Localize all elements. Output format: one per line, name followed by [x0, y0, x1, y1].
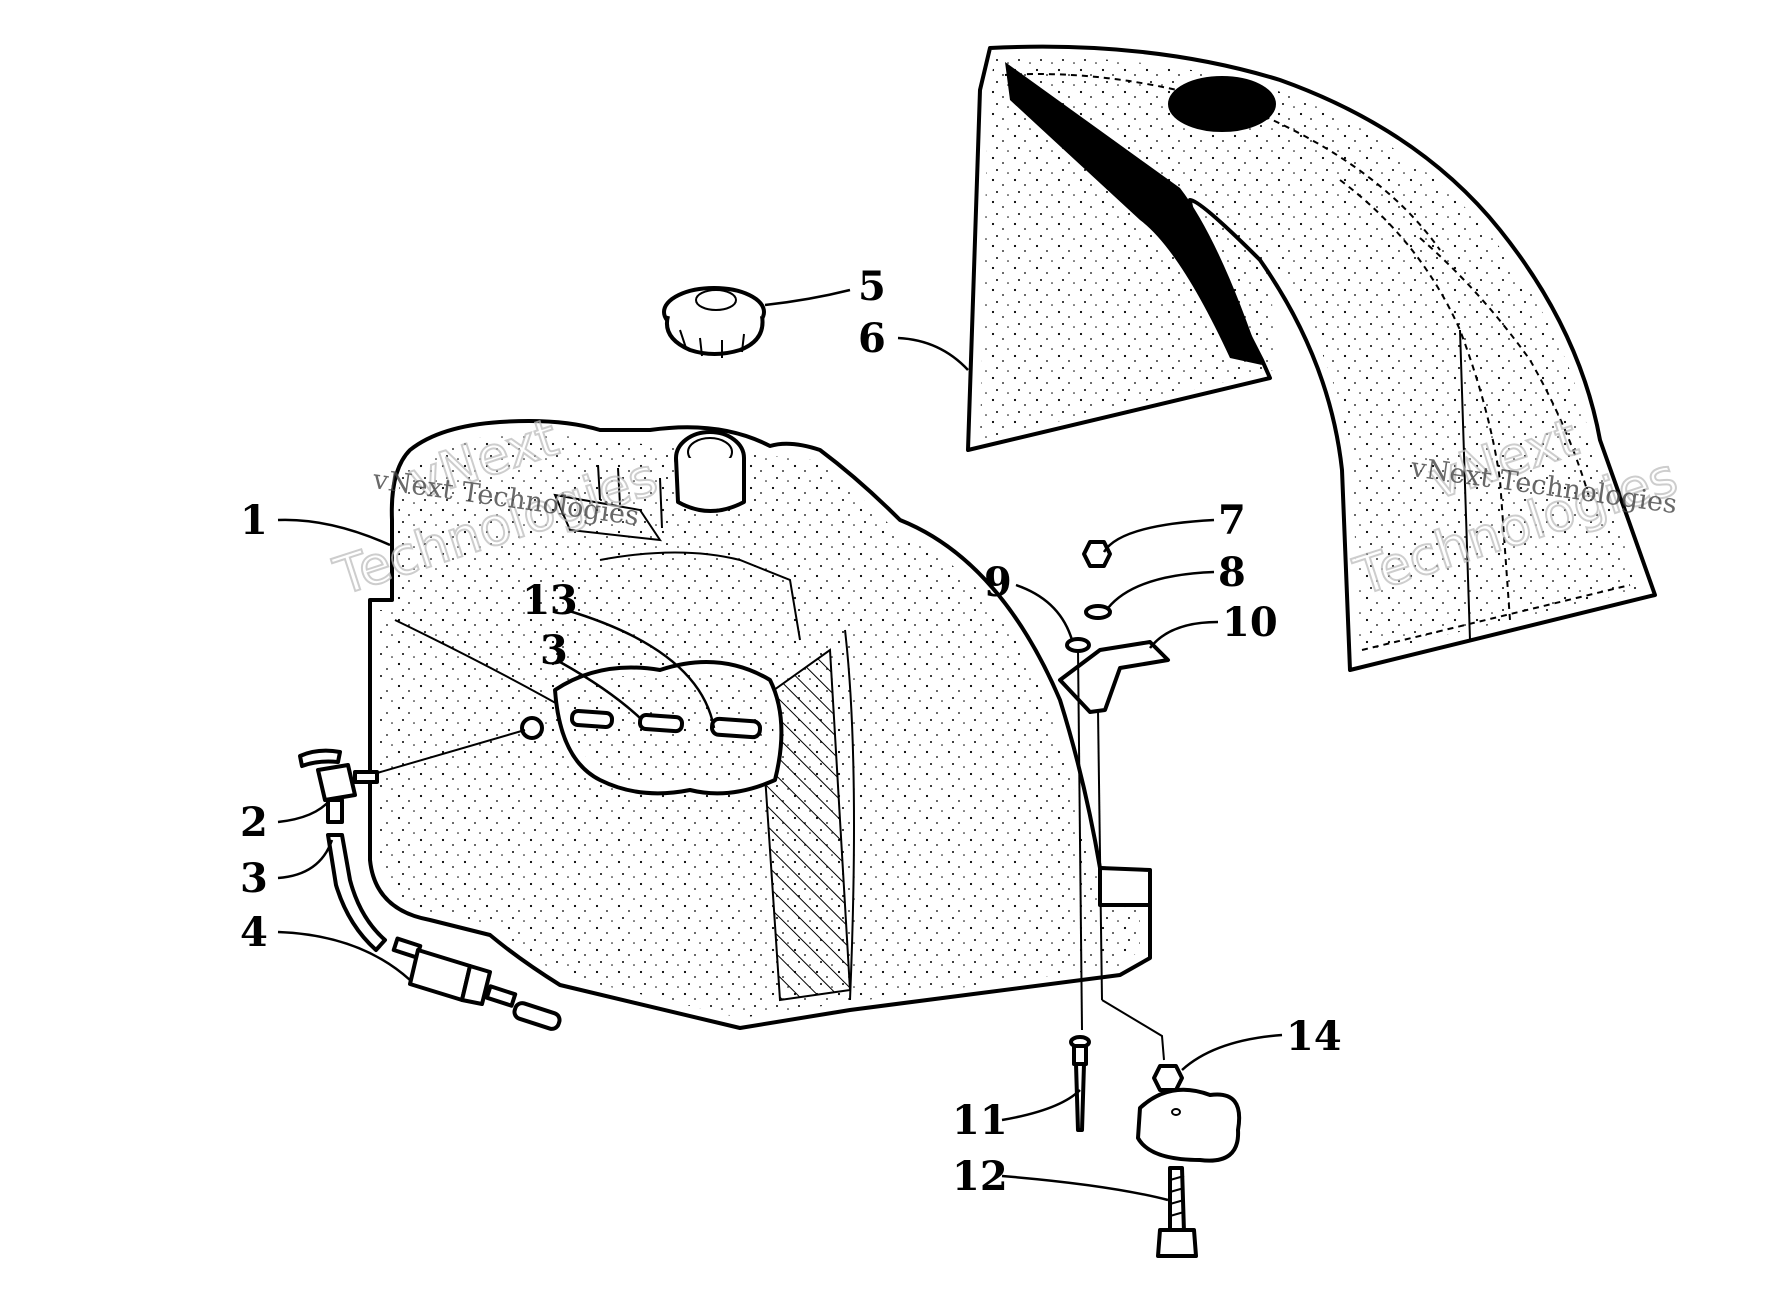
callout-3: 3: [240, 855, 268, 902]
callout-13: 13: [522, 577, 578, 624]
callout-labels: 1 2 3 4 5 6 7 8 9 10 11 12 13 3 14: [240, 263, 1342, 1200]
filler-cap: [662, 286, 766, 358]
rubber-pad: [1136, 1087, 1242, 1163]
callout-11: 11: [952, 1097, 1008, 1144]
callout-7: 7: [1218, 497, 1246, 544]
callout-2: 2: [240, 799, 268, 846]
washer-9: [1065, 637, 1091, 653]
callout-6: 6: [858, 315, 886, 362]
nut-14: [1152, 1064, 1184, 1092]
nut-7: [1082, 540, 1112, 568]
callout-9: 9: [984, 559, 1012, 606]
callout-8: 8: [1218, 549, 1246, 596]
fuel-hose: [326, 833, 387, 952]
rivet-11: [1069, 1035, 1091, 1132]
callout-4: 4: [240, 909, 268, 956]
bracket-10: [1058, 640, 1170, 714]
fuel-tank: [368, 419, 1152, 1030]
bolt-12: [1156, 1166, 1198, 1258]
mounting-hardware: [1058, 540, 1242, 1258]
washer-8: [1084, 604, 1112, 620]
callout-12: 12: [952, 1153, 1008, 1200]
callout-10: 10: [1222, 599, 1278, 646]
leader-lines: [277, 288, 1283, 1202]
fuel-filter: [391, 936, 562, 1031]
callout-1: 1: [240, 497, 268, 544]
tank-cover: [966, 44, 1657, 672]
callout-5: 5: [858, 263, 886, 310]
fuel-valve: [298, 748, 379, 824]
fuel-line: [359, 729, 526, 779]
callout-3b: 3: [540, 627, 568, 674]
callout-14: 14: [1286, 1013, 1342, 1060]
